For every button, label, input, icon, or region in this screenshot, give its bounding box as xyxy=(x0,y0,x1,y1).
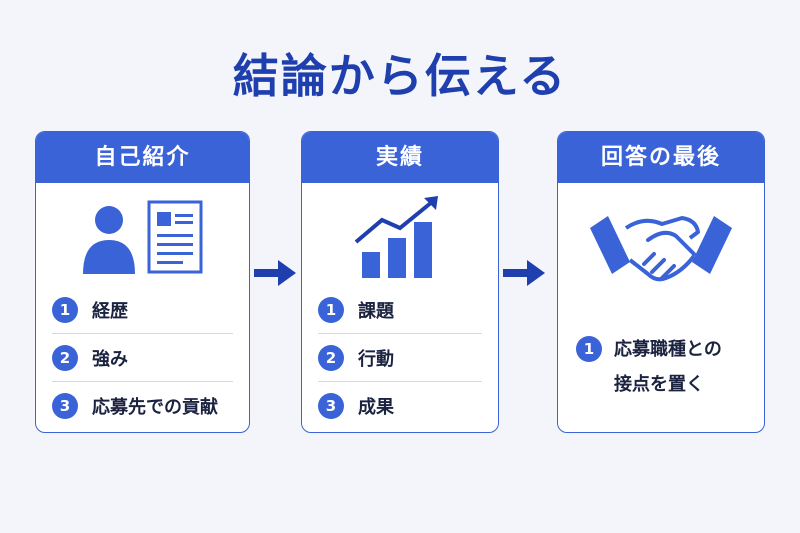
number-badge: 3 xyxy=(52,392,78,419)
card-self-introduction: 自己紹介 1 経歴 2 強み 3 応募先での貢献 xyxy=(35,131,250,433)
number-badge: 2 xyxy=(318,344,344,371)
growth-chart-icon xyxy=(354,196,438,278)
right-arrow-icon xyxy=(503,260,545,286)
number-badge: 3 xyxy=(318,392,344,419)
note-line: 接点を置く xyxy=(614,374,704,395)
list-item: 3 応募先での貢献 xyxy=(52,382,233,429)
item-label: 応募先での貢献 xyxy=(92,396,218,418)
item-label: 行動 xyxy=(358,348,394,370)
item-label: 課題 xyxy=(358,300,394,322)
item-label: 経歴 xyxy=(92,300,128,322)
number-badge: 1 xyxy=(318,296,344,323)
card-header: 自己紹介 xyxy=(36,132,249,183)
list-item: 3 成果 xyxy=(318,382,482,429)
card-achievements: 実績 1 課題 2 行動 3 成果 xyxy=(301,131,499,433)
right-arrow-icon xyxy=(254,260,296,286)
number-badge: 1 xyxy=(576,336,602,362)
note-line: 応募職種との xyxy=(614,339,722,360)
card-header: 回答の最後 xyxy=(558,132,764,183)
page-title: 結論から伝える xyxy=(232,49,568,103)
number-badge: 1 xyxy=(52,296,78,323)
card-header: 実績 xyxy=(302,132,498,183)
list-item: 1 課題 xyxy=(318,286,482,334)
person-profile-icon xyxy=(82,200,202,274)
list-item: 1 経歴 xyxy=(52,286,233,334)
list-item: 2 強み xyxy=(52,334,233,382)
item-label: 強み xyxy=(92,348,128,370)
item-label: 成果 xyxy=(358,396,394,418)
card-closing: 回答の最後 1 応募職種との 接点を置く xyxy=(557,131,765,433)
handshake-icon xyxy=(590,216,732,282)
closing-note: 1 応募職種との 接点を置く xyxy=(576,332,754,402)
number-badge: 2 xyxy=(52,344,78,371)
list-item: 2 行動 xyxy=(318,334,482,382)
